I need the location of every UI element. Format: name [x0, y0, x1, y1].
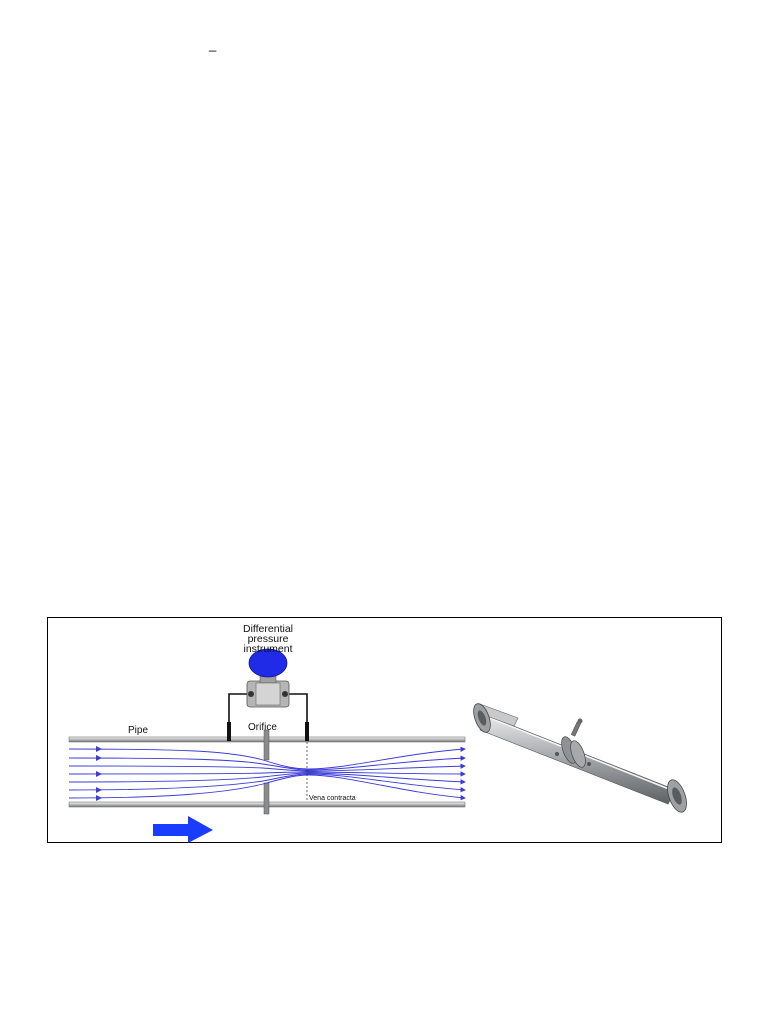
instrument-label-line2: pressure: [248, 633, 289, 645]
downstream-pressure-tap: [305, 722, 309, 741]
downstream-impulse-line: [287, 693, 308, 722]
transmitter-head: [248, 648, 288, 678]
orifice-label: Orifice: [248, 722, 277, 733]
upstream-pressure-tap: [227, 722, 231, 741]
inlet-arrowheads: [96, 746, 102, 801]
orifice-plate-bottom: [263, 782, 270, 815]
orifice-flow-diagram-svg: Differential pressure instrument Pipe Or…: [68, 623, 687, 843]
flow-direction-arrow-icon: [153, 816, 213, 843]
orifice-flow-figure: Differential pressure instrument Pipe Or…: [47, 617, 722, 843]
flow-streamlines: [68, 746, 466, 801]
orifice-meter-pipe-section-icon: [473, 703, 687, 813]
pipe-label: Pipe: [128, 725, 148, 736]
instrument-label-line1: Differential: [243, 623, 293, 635]
vena-contracta-label: Vena contracta: [309, 795, 356, 802]
orifice-plate-top: [263, 729, 270, 761]
differential-pressure-transmitter: [246, 648, 290, 708]
stray-underscore-mark: _: [209, 37, 217, 52]
upstream-impulse-line: [228, 693, 249, 722]
instrument-label-line3: instrument: [243, 643, 292, 655]
